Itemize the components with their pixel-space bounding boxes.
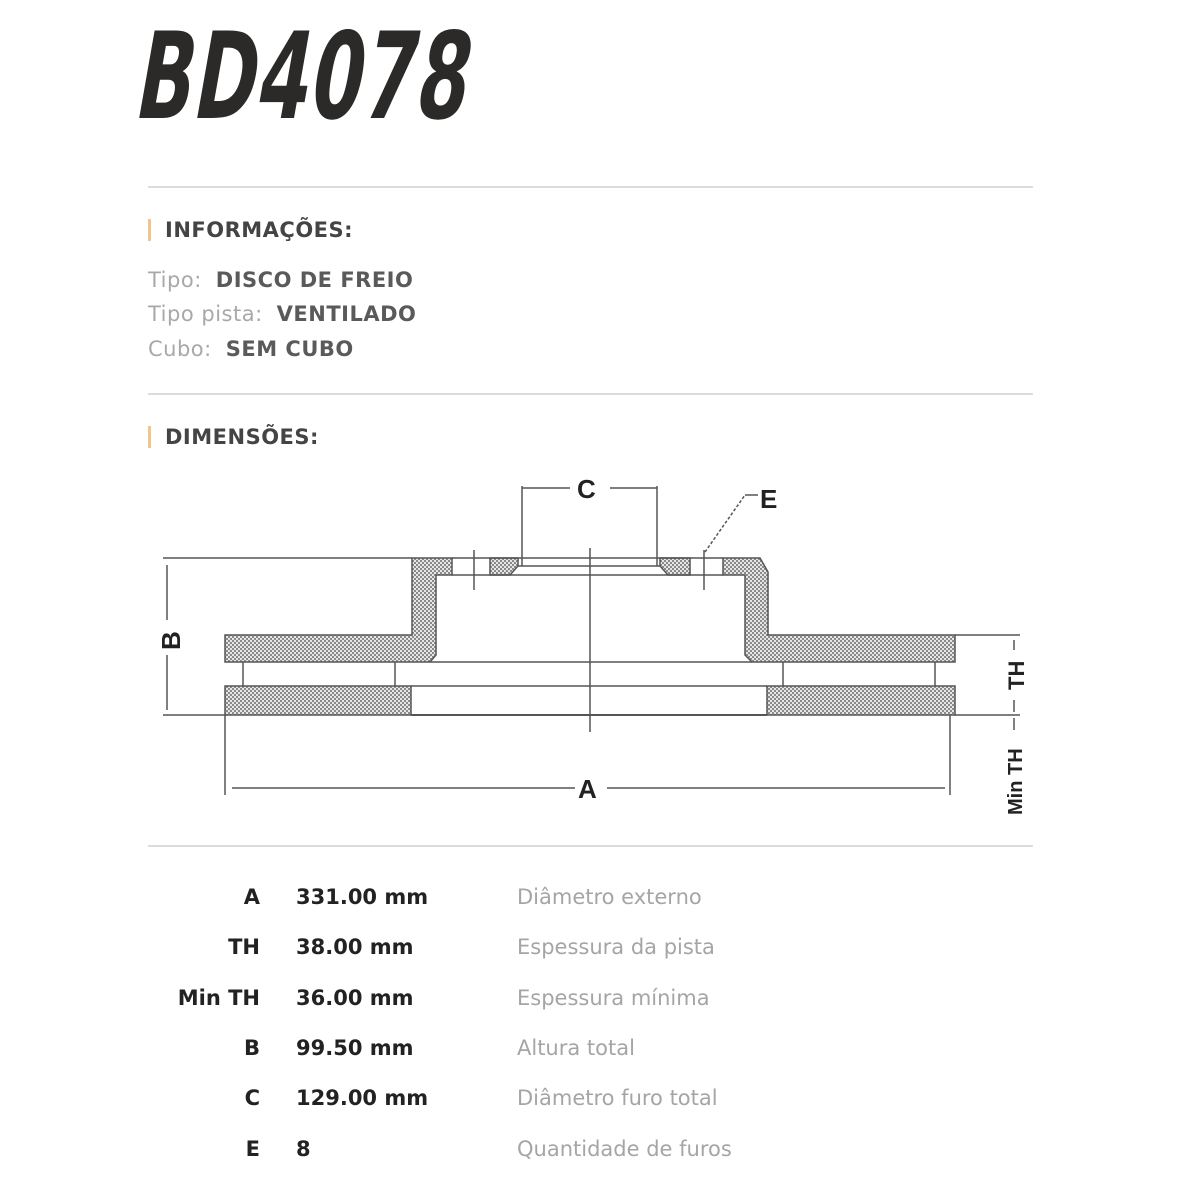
dimensions-section-heading: DIMENSÕES: [148,425,319,449]
info-section-heading: INFORMAÇÕES: [148,218,353,242]
info-value: VENTILADO [276,302,417,326]
dimension-value: 8 [296,1137,311,1161]
dimension-value: 331.00 mm [296,885,429,909]
label-b: B [156,631,186,650]
brake-disc-cross-section-diagram: C E A B TH Min TH [156,474,1029,815]
label-a: A [578,774,597,804]
divider [148,845,1033,847]
label-c: C [577,474,596,504]
dimension-code: A [243,885,260,909]
dimension-description: Quantidade de furos [517,1137,732,1161]
dimension-row: C 129.00 mm Diâmetro furo total [0,1086,1200,1126]
label-e: E [760,484,777,514]
label-min-th: Min TH [1005,748,1027,815]
dimension-code: E [245,1137,260,1161]
accent-bar [148,219,151,241]
divider [148,393,1033,395]
divider [148,186,1033,188]
dimension-code: C [244,1086,260,1110]
label-th: TH [1004,661,1029,690]
dimension-row: A 331.00 mm Diâmetro externo [0,885,1200,925]
dimensions-heading-text: DIMENSÕES: [165,425,319,449]
dimension-value: 38.00 mm [296,935,414,959]
dimension-row: Min TH 36.00 mm Espessura mínima [0,986,1200,1026]
info-label: Tipo pista: [148,302,263,326]
info-label: Cubo: [148,337,212,361]
dimension-code: B [243,1036,260,1060]
dimension-description: Espessura da pista [517,935,715,959]
dimension-value: 99.50 mm [296,1036,414,1060]
dimension-row: E 8 Quantidade de furos [0,1137,1200,1177]
dimension-row: B 99.50 mm Altura total [0,1036,1200,1076]
info-value: DISCO DE FREIO [215,268,414,292]
dimension-value: 129.00 mm [296,1086,429,1110]
dimension-description: Diâmetro furo total [517,1086,718,1110]
info-row-cubo: Cubo: SEM CUBO [148,337,354,361]
accent-bar [148,426,151,448]
info-label: Tipo: [148,268,202,292]
dimension-value: 36.00 mm [296,986,414,1010]
info-value: SEM CUBO [225,337,354,361]
info-heading-text: INFORMAÇÕES: [165,218,354,242]
dimension-description: Diâmetro externo [517,885,702,909]
info-row-tipo: Tipo: DISCO DE FREIO [148,268,413,292]
dimension-row: TH 38.00 mm Espessura da pista [0,935,1200,975]
dimension-description: Altura total [517,1036,635,1060]
info-row-tipo-pista: Tipo pista: VENTILADO [148,302,416,326]
dimension-code: TH [228,935,260,959]
dimension-code: Min TH [177,986,260,1010]
dimension-description: Espessura mínima [517,986,710,1010]
